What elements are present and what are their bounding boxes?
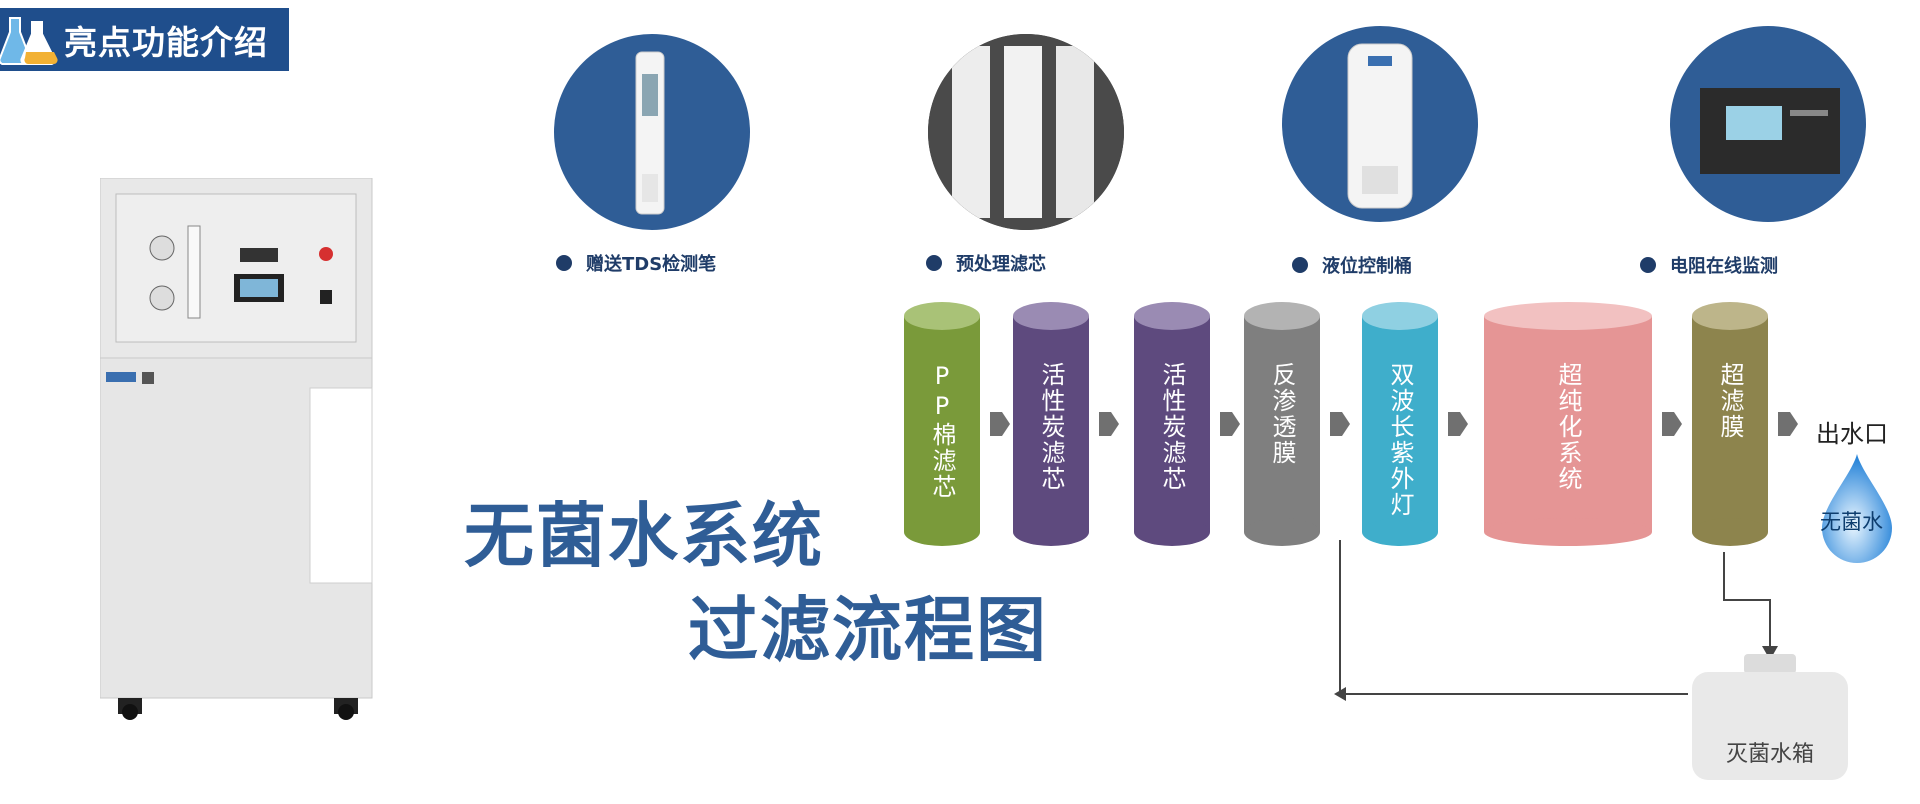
flow-arrow-icon (1662, 412, 1682, 440)
flask-icon (0, 8, 64, 71)
flow-arrow-icon (1099, 412, 1119, 440)
feature-level-tank: 液位控制桶 (1292, 252, 1412, 278)
bullet-icon (1640, 257, 1656, 273)
water-drop-icon (1822, 454, 1892, 568)
tds-pen-image (554, 34, 750, 230)
stage-cylinder: 超纯化系统 (1484, 302, 1652, 546)
section-title: 亮点功能介绍 (64, 22, 268, 62)
stage-cylinder: 超滤膜 (1692, 302, 1768, 546)
flow-arrow-icon (1220, 412, 1240, 440)
flow-arrow-icon (990, 412, 1010, 440)
flow-arrow-icon (1448, 412, 1468, 440)
stage-cylinder: 反渗透膜 (1244, 302, 1320, 546)
section-header: 亮点功能介绍 (0, 8, 289, 71)
tank-label: 灭菌水箱 (1725, 742, 1814, 767)
bullet-icon (1292, 257, 1308, 273)
stage-cylinder: PP棉滤芯 (904, 302, 980, 546)
filter-cartridges-image (928, 34, 1124, 230)
feature-label: 预处理滤芯 (956, 254, 1046, 275)
diagram-title-line2: 过滤流程图 (688, 589, 1048, 671)
sterile-water-tank: 灭菌水箱 (1692, 654, 1848, 780)
level-tank-image (1282, 26, 1478, 222)
feature-resistivity: 电阻在线监测 (1640, 252, 1778, 278)
flow-arrow-icon (1778, 412, 1798, 440)
water-system-machine (99, 177, 376, 720)
drop-label: 无菌水 (1820, 510, 1883, 534)
resistivity-monitor-image (1670, 26, 1866, 222)
outlet-label: 出水口 (1816, 420, 1888, 448)
feature-label: 电阻在线监测 (1670, 256, 1778, 277)
feature-label: 赠送TDS检测笔 (586, 254, 717, 275)
stage-label: 活性炭滤芯 (1158, 362, 1186, 492)
stage-cylinder: 双波长紫外灯 (1362, 302, 1438, 546)
feature-tds-pen: 赠送TDS检测笔 (556, 250, 716, 276)
feature-label: 液位控制桶 (1322, 256, 1412, 277)
feature-prefilter: 预处理滤芯 (926, 250, 1046, 276)
stage-label: 反渗透膜 (1268, 362, 1296, 466)
stage-cylinder: 活性炭滤芯 (1013, 302, 1089, 546)
stage-label: 双波长紫外灯 (1386, 362, 1414, 518)
diagram-title-line1: 无菌水系统 (464, 495, 824, 577)
bullet-icon (556, 255, 572, 271)
stage-label: PP棉滤芯 (928, 362, 956, 500)
stage-label: 超滤膜 (1716, 362, 1744, 440)
stage-label: 超纯化系统 (1554, 362, 1582, 492)
flow-arrow-icon (1330, 412, 1350, 440)
stage-label: 活性炭滤芯 (1037, 362, 1065, 492)
stage-cylinder: 活性炭滤芯 (1134, 302, 1210, 546)
bullet-icon (926, 255, 942, 271)
